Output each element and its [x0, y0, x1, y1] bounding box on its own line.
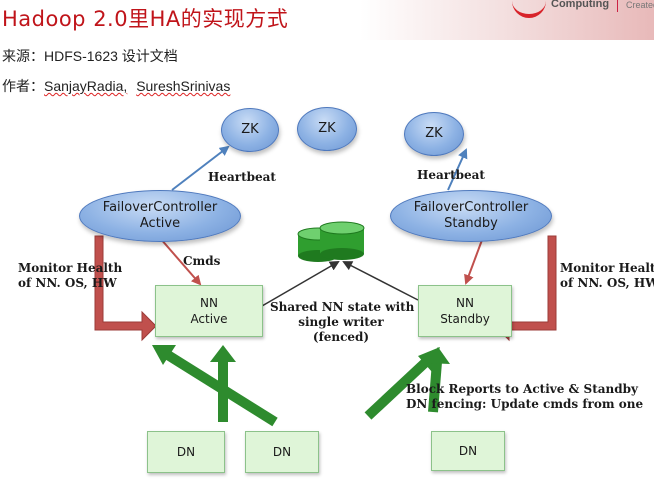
fc-active-line1: FailoverController	[102, 200, 218, 215]
dn-3-label: DN	[458, 444, 478, 458]
source-line: 来源：HDFS-1623 设计文档	[2, 46, 178, 66]
heartbeat-label-right: Heartbeat	[417, 168, 485, 182]
heartbeat-arrow-left	[171, 145, 230, 191]
fc-active-line2: Active	[139, 216, 181, 231]
shared-line3: (fenced)	[312, 330, 370, 344]
cmds-label: Cmds	[183, 254, 221, 268]
block-reports-line2: DN fencing: Update cmds from one	[406, 397, 644, 411]
monitor-label-right: Monitor Health of NN. OS, HW	[560, 261, 654, 291]
monitor-right-line2: of NN. OS, HW	[560, 276, 654, 290]
shared-arrow-left	[261, 260, 340, 307]
zk-node-right-label: ZK	[425, 126, 443, 141]
datanode-1: DN	[147, 431, 225, 473]
datanode-2: DN	[245, 431, 319, 473]
nn-active-line1: NN	[200, 296, 218, 310]
shared-arrow-right	[342, 261, 419, 301]
monitor-right-line1: Monitor Health	[560, 261, 654, 275]
zk-node-middle: ZK	[297, 107, 357, 151]
block-reports-line1: Block Reports to Active & Standby	[406, 382, 639, 396]
shared-storage-icon	[297, 221, 365, 262]
failover-controller-active: FailoverController Active	[79, 190, 241, 242]
zk-node-left: ZK	[221, 108, 279, 152]
zk-node-right: ZK	[404, 112, 464, 156]
shared-line2: single writer	[298, 315, 384, 329]
zk-node-left-label: ZK	[241, 122, 259, 137]
namenode-active: NN Active	[155, 285, 263, 337]
source-value: HDFS-1623 设计文档	[44, 48, 178, 64]
logo-separator	[617, 0, 618, 12]
nn-standby-line1: NN	[456, 296, 474, 310]
heartbeat-arrow-right	[447, 148, 468, 191]
monitor-left-line1: Monitor Health	[18, 261, 123, 275]
dn-arrow-active-1	[152, 345, 278, 427]
monitor-arrow-left	[94, 235, 157, 342]
cmds-arrow-right	[464, 239, 483, 285]
dn-arrow-active-2	[210, 345, 236, 422]
logo-text: Computing	[551, 0, 610, 10]
datanode-3: DN	[431, 431, 505, 471]
author-name-1: SanjayRadia,	[44, 78, 128, 94]
namenode-standby: NN Standby	[418, 285, 512, 337]
dn-2-label: DN	[272, 445, 292, 459]
fc-standby-line2: Standby	[444, 216, 498, 231]
logo-text-secondary: Created	[626, 0, 654, 10]
shared-state-label: Shared NN state with single writer (fenc…	[270, 300, 415, 345]
dn-1-label: DN	[176, 445, 196, 459]
nn-standby-line2: Standby	[440, 312, 490, 326]
heartbeat-label-left: Heartbeat	[208, 170, 276, 184]
cmds-arrow-left	[159, 237, 202, 286]
slide-title: Hadoop 2.0里HA的实现方式	[2, 7, 289, 31]
logo-swirl-icon	[512, 0, 546, 18]
shared-line1: Shared NN state with	[270, 300, 415, 314]
monitor-left-line2: of NN. OS, HW	[18, 276, 117, 290]
author-label: 作者：	[2, 79, 44, 95]
fc-standby-line1: FailoverController	[413, 200, 529, 215]
dn-arrow-standby-2	[426, 347, 450, 413]
nn-active-line2: Active	[190, 312, 228, 326]
monitor-label-left: Monitor Health of NN. OS, HW	[18, 261, 123, 291]
zk-node-middle-label: ZK	[318, 121, 336, 136]
author-line: 作者：SanjayRadia, SureshSrinivas	[2, 76, 230, 96]
block-reports-label: Block Reports to Active & Standby DN fen…	[406, 382, 643, 412]
author-name-2: SureshSrinivas	[136, 78, 231, 94]
source-label: 来源：	[2, 49, 44, 65]
failover-controller-standby: FailoverController Standby	[390, 190, 552, 242]
